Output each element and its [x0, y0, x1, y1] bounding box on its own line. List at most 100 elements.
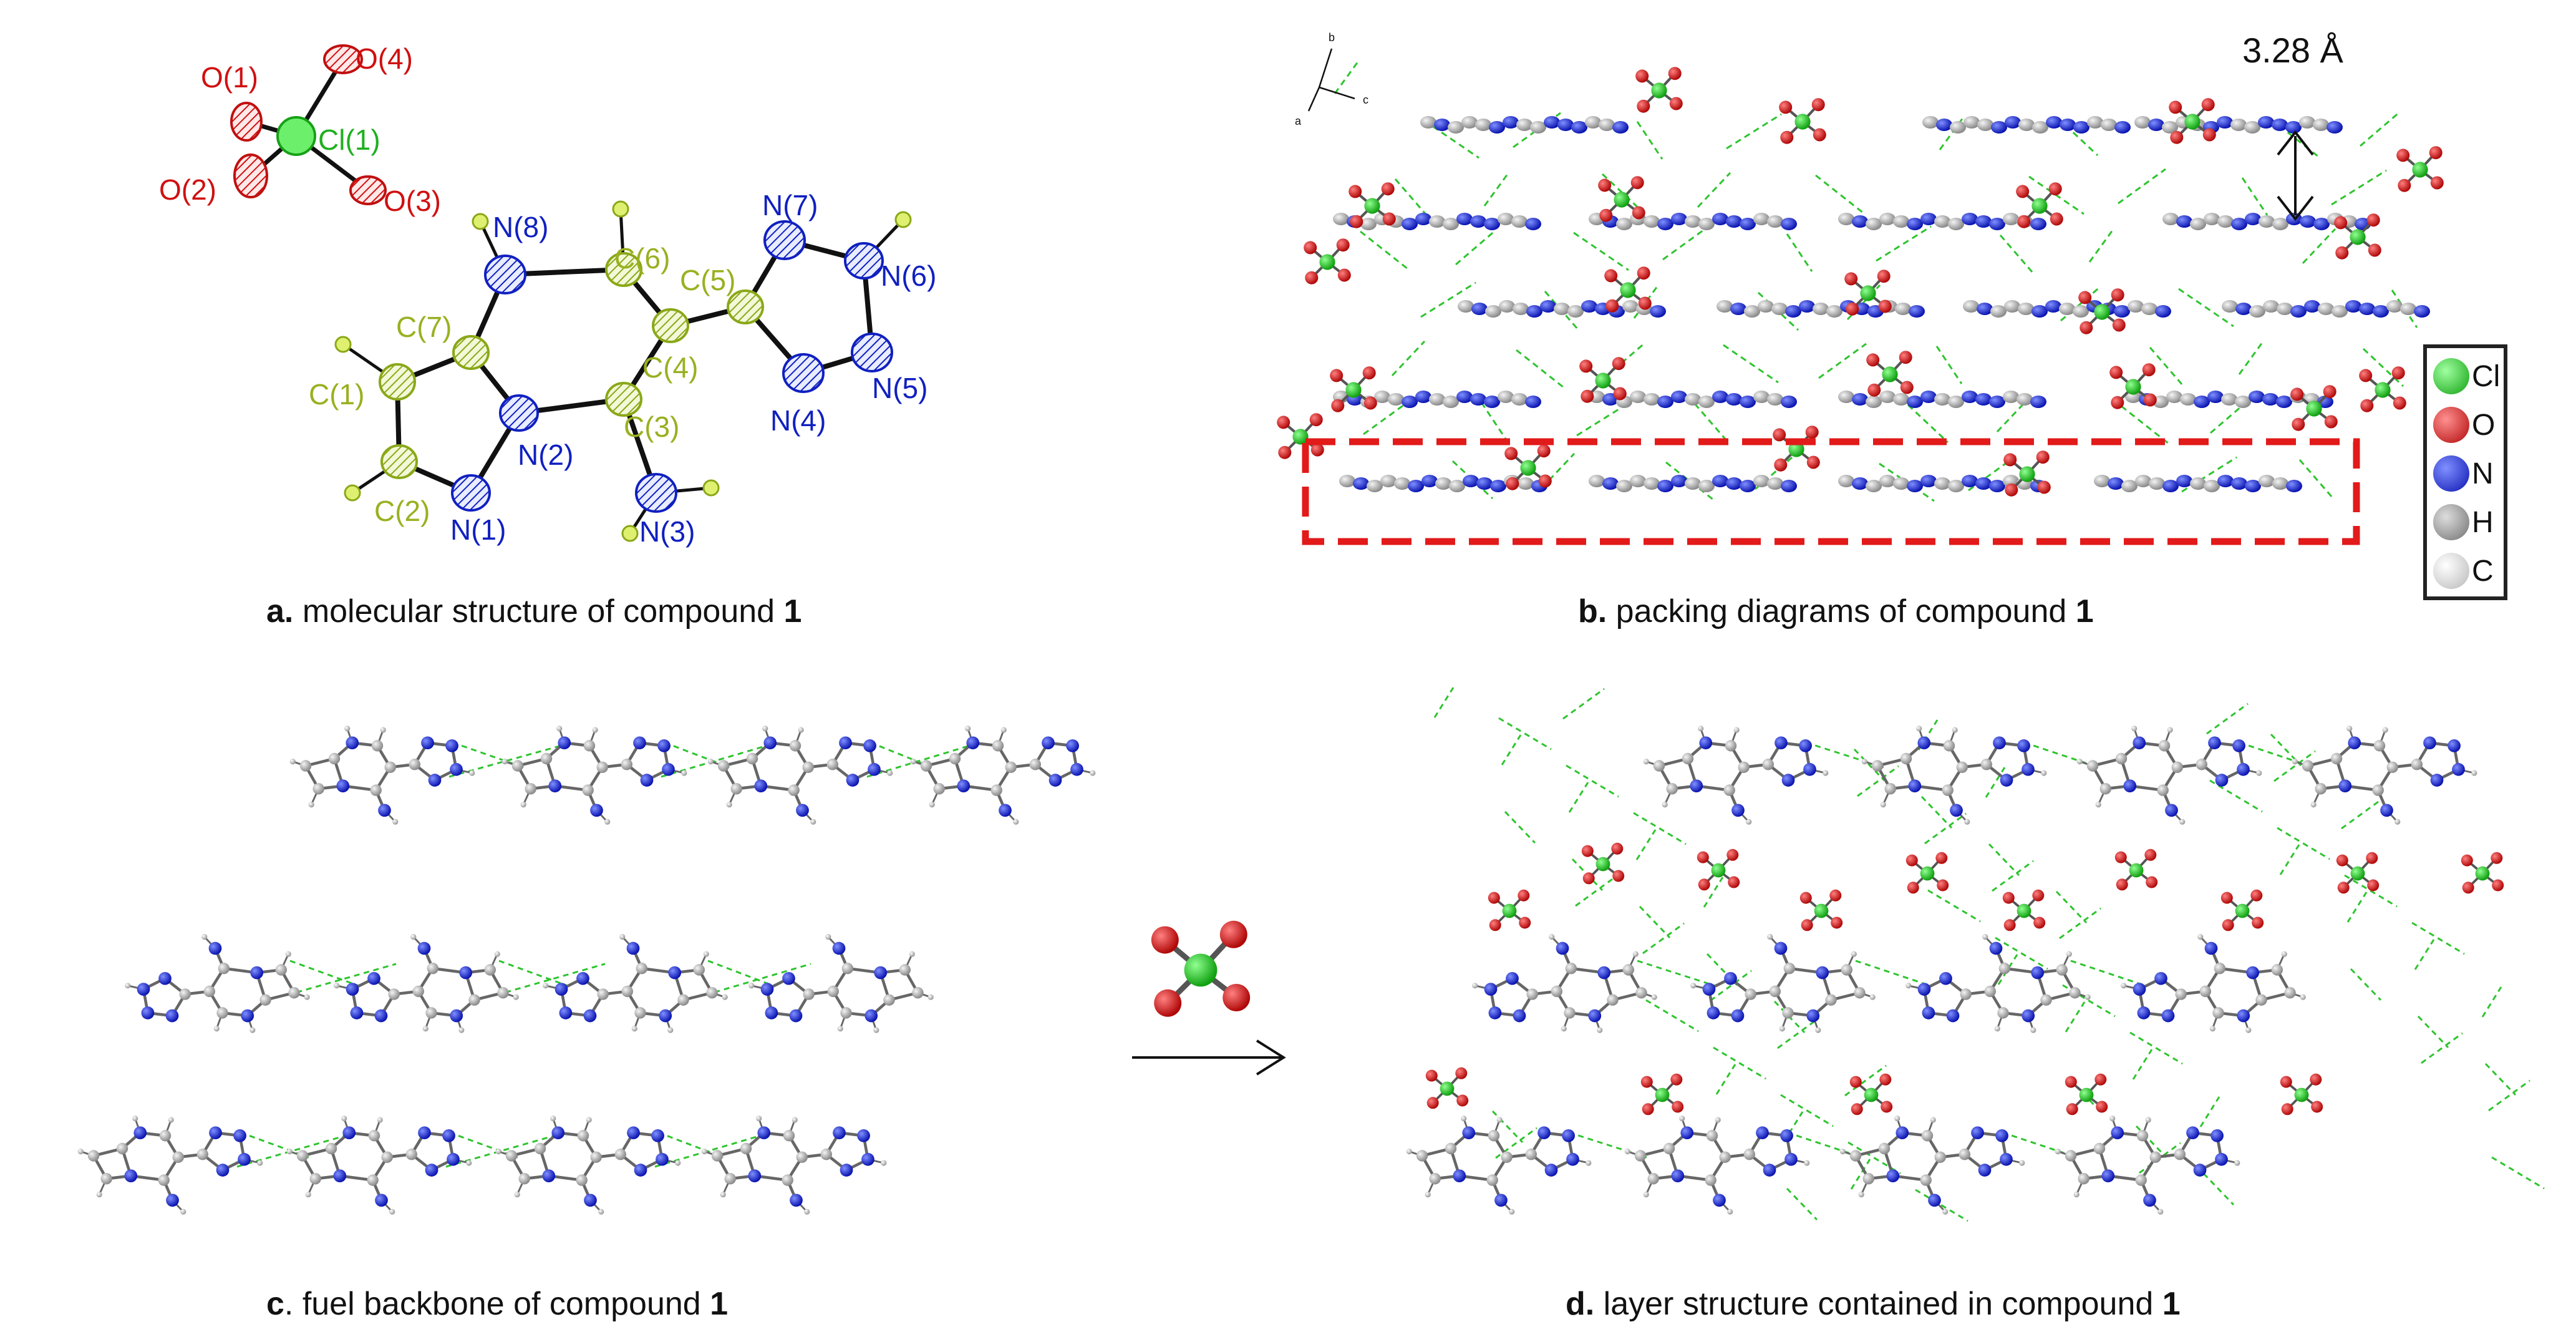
- label-c7: C(7): [396, 311, 452, 343]
- edge-on-molecule: [1458, 300, 1666, 318]
- hydrogen-atoms-a: [334, 200, 912, 542]
- packing-perchlorate: [2003, 450, 2051, 497]
- backbone-cation: [701, 1116, 887, 1215]
- layer-cation: [1406, 1116, 1592, 1215]
- layer-perchlorate: [1425, 1067, 1469, 1109]
- edge-on-molecule: [1838, 391, 2046, 408]
- label-n2: N(2): [518, 439, 573, 471]
- caption-a: a. molecular structure of compound 1: [266, 593, 801, 630]
- legend-label: O: [2472, 409, 2496, 442]
- layer-cation: [2292, 726, 2477, 825]
- caption-text: packing diagrams of compound: [1607, 593, 2076, 630]
- legend-label: Cl: [2472, 360, 2501, 393]
- atom-n7: [763, 220, 806, 260]
- layer-cation: [1643, 726, 1829, 825]
- layer-perchlorate: [2280, 1073, 2323, 1116]
- edge-on-molecule: [1963, 300, 2171, 318]
- packing-perchlorate: [1635, 67, 1683, 113]
- packing-perchlorate: [2359, 366, 2406, 412]
- label-n4: N(4): [770, 404, 826, 437]
- label-n1: N(1): [450, 513, 506, 546]
- edge-on-molecule: [1589, 391, 1797, 408]
- label-n6: N(6): [881, 260, 936, 292]
- packing-perchlorate: [1779, 98, 1826, 144]
- packing-perchlorate: [1604, 266, 1652, 313]
- packing-perchlorate: [1844, 270, 1892, 316]
- backbone-cation: [501, 726, 687, 825]
- label-c3: C(3): [624, 411, 679, 443]
- edge-on-molecule: [1589, 213, 1797, 230]
- edge-on-molecule: [1838, 213, 2046, 230]
- caption-letter: b.: [1578, 593, 1607, 630]
- edge-on-molecule: [1589, 475, 1797, 492]
- layer-cation: [2076, 726, 2262, 825]
- label-c1: C(1): [309, 378, 364, 411]
- caption-letter: a.: [266, 593, 294, 630]
- caption-d: d. layer structure contained in compound…: [1566, 1285, 2181, 1323]
- atom-n8: [484, 255, 526, 294]
- legend-item-c: C: [2433, 549, 2508, 593]
- atom-c4: [652, 308, 689, 343]
- h-ball-icon: [2433, 504, 2469, 540]
- packing-perchlorate: [1330, 366, 1377, 412]
- layer-cation: [1905, 934, 2091, 1033]
- reagent-perchlorate: [1151, 920, 1251, 1017]
- packing-perchlorate: [1866, 351, 1914, 397]
- caption-letter: d.: [1566, 1286, 1595, 1322]
- backbone-cation: [334, 934, 519, 1033]
- label-c6: C(6): [614, 242, 670, 275]
- packing-perchlorate: [2334, 213, 2381, 260]
- packing-perchlorate: [2169, 98, 2216, 144]
- layer-perchlorate: [1697, 848, 1740, 891]
- backbone-cation: [707, 726, 893, 825]
- caption-b: b. packing diagrams of compound 1: [1578, 593, 2094, 630]
- atom-o1: [230, 102, 263, 142]
- backbone-cation: [289, 726, 475, 825]
- label-cl1: Cl(1): [318, 124, 380, 156]
- o-ball-icon: [2433, 407, 2469, 443]
- packing-perchlorate: [1773, 425, 1820, 472]
- layer-cation: [2055, 1116, 2240, 1215]
- packing-perchlorate: [2396, 146, 2444, 192]
- packing-perchlorate: [1349, 182, 1396, 228]
- layer-perchlorate: [2065, 1073, 2108, 1116]
- axis-c-label: c: [1363, 94, 1368, 106]
- edge-on-molecule: [2222, 300, 2430, 318]
- layer-cation: [1690, 934, 1876, 1033]
- c-ball-icon: [2433, 553, 2469, 589]
- backbone-cation: [495, 1116, 681, 1215]
- legend-item-o: O: [2433, 403, 2508, 447]
- label-o3: O(3): [384, 185, 441, 217]
- atom-c5: [727, 289, 764, 324]
- backbone-cation: [77, 1116, 263, 1215]
- layer-perchlorate: [1640, 1073, 1684, 1116]
- atom-n2: [499, 394, 539, 432]
- layer-perchlorate: [2336, 852, 2380, 894]
- atom-c7: [452, 335, 490, 370]
- atom-o3: [349, 175, 387, 205]
- backbone-hbond-lines: [236, 741, 971, 1168]
- label-n8: N(8): [493, 211, 548, 243]
- panel-b-packing-diagram: b c a: [1277, 31, 2444, 545]
- highlight-box: [1302, 438, 2360, 545]
- layer-perchlorate: [1849, 1073, 1893, 1116]
- edge-on-molecule: [2094, 475, 2302, 492]
- caption-text: molecular structure of compound: [293, 593, 784, 630]
- distance-arrow: [2277, 130, 2314, 221]
- cl-ball-icon: [2433, 358, 2469, 394]
- atom-c3: [605, 382, 642, 417]
- packing-perchlorate: [2109, 363, 2157, 409]
- caption-letter: c: [266, 1286, 284, 1322]
- legend-item-n: N: [2433, 452, 2508, 495]
- backbone-cation: [748, 934, 934, 1033]
- layer-cation: [1861, 726, 2047, 825]
- legend-label: N: [2472, 457, 2494, 490]
- axis-b-label: b: [1329, 31, 1335, 44]
- caption-text: layer structure contained in compound: [1594, 1286, 2162, 1322]
- cation-atoms: [379, 220, 893, 513]
- backbone-molecules: [77, 726, 1096, 1215]
- atom-o4: [323, 44, 363, 74]
- interlayer-distance-label: 3.28 Å: [2242, 31, 2343, 70]
- perchlorate-reagent: [1151, 920, 1251, 1017]
